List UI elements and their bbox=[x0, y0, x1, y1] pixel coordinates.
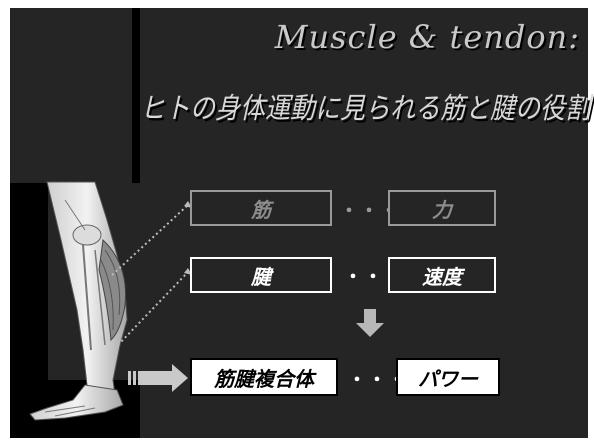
box-tendon: 腱 bbox=[190, 257, 332, 293]
arrow-right-icon bbox=[128, 362, 190, 394]
box-velocity: 速度 bbox=[388, 257, 496, 293]
box-muscle: 筋 bbox=[190, 190, 332, 226]
arrow-down-icon bbox=[356, 309, 384, 339]
box-force: 力 bbox=[388, 190, 496, 226]
box-muscle-tendon-complex: 筋腱複合体 bbox=[190, 358, 338, 396]
box-power: パワー bbox=[396, 358, 500, 396]
